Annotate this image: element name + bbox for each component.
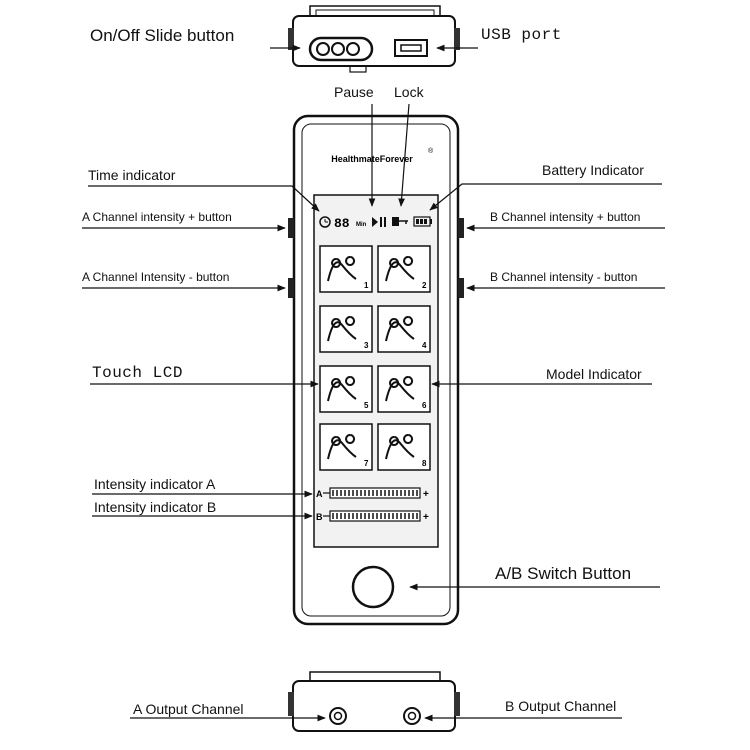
- lock-icon: [392, 217, 408, 226]
- b-minus-side-button[interactable]: [458, 278, 464, 298]
- label-a-minus-button: A Channel Intensity - button: [82, 270, 230, 284]
- mode-button-8[interactable]: 8: [377, 423, 431, 471]
- on-off-slide-switch[interactable]: [308, 36, 374, 62]
- mode-button-2[interactable]: 2: [377, 245, 431, 293]
- mode-figure-icon: [327, 316, 357, 342]
- label-pause: Pause: [334, 84, 374, 100]
- mode-button-4[interactable]: 4: [377, 305, 431, 353]
- usb-port[interactable]: [394, 39, 428, 57]
- mode-figure-icon: [385, 434, 415, 460]
- svg-text:B: B: [316, 512, 323, 522]
- lcd-time-digits: 88: [334, 216, 350, 231]
- label-intensity-indicator-a: Intensity indicator A: [94, 476, 216, 492]
- label-battery-indicator: Battery Indicator: [542, 162, 644, 178]
- clock-icon: [319, 216, 331, 228]
- mode-number: 7: [364, 459, 369, 468]
- mode-button-5[interactable]: 5: [319, 365, 373, 413]
- mode-number: 2: [422, 281, 427, 290]
- a-minus-side-button[interactable]: [288, 278, 294, 298]
- mode-button-7[interactable]: 7: [319, 423, 373, 471]
- leader-lines: [82, 44, 665, 722]
- label-b-plus-button: B Channel intensity + button: [490, 210, 641, 224]
- pause-icon: [372, 217, 386, 227]
- label-time-indicator: Time indicator: [88, 167, 176, 183]
- mode-number: 5: [364, 401, 369, 410]
- label-intensity-indicator-b: Intensity indicator B: [94, 499, 217, 515]
- a-plus-side-button[interactable]: [288, 218, 294, 238]
- intensity-bar-b: B +: [316, 510, 429, 523]
- lcd-status-row: 88 Min: [319, 216, 432, 231]
- label-usb-port: USB port: [481, 26, 562, 44]
- mode-figure-icon: [385, 376, 415, 402]
- mode-figure-icon: [327, 434, 357, 460]
- mode-number: 1: [364, 281, 369, 290]
- mode-button-6[interactable]: 6: [377, 365, 431, 413]
- label-b-minus-button: B Channel intensity - button: [490, 270, 638, 284]
- label-model-indicator: Model Indicator: [546, 366, 642, 382]
- front-view: HealthmateForever ® 88 Min: [288, 114, 464, 626]
- label-lock: Lock: [394, 84, 424, 100]
- label-b-output-channel: B Output Channel: [505, 698, 617, 714]
- mode-number: 6: [422, 401, 427, 410]
- label-a-output-channel: A Output Channel: [133, 701, 244, 717]
- ab-switch-button[interactable]: [351, 565, 395, 609]
- mode-button-1[interactable]: 1: [319, 245, 373, 293]
- svg-text:A: A: [316, 489, 323, 499]
- svg-text:+: +: [423, 512, 429, 523]
- intensity-bar-a: A +: [316, 487, 429, 500]
- a-output-jack[interactable]: [329, 707, 347, 725]
- mode-number: 4: [422, 341, 427, 350]
- top-view: [288, 5, 460, 73]
- battery-icon: [413, 216, 432, 227]
- label-a-plus-button: A Channel intensity + button: [82, 210, 232, 224]
- mode-figure-icon: [327, 376, 357, 402]
- mode-grid: 1 2 3 4 5 6 7 8: [319, 245, 431, 471]
- bottom-view: [288, 671, 460, 732]
- label-on-off-slide-button: On/Off Slide button: [90, 26, 235, 45]
- mode-number: 3: [364, 341, 369, 350]
- svg-text:+: +: [423, 489, 429, 500]
- b-plus-side-button[interactable]: [458, 218, 464, 238]
- label-touch-lcd: Touch LCD: [92, 364, 183, 382]
- mode-number: 8: [422, 459, 427, 468]
- mode-figure-icon: [385, 256, 415, 282]
- lcd-min-label: Min: [356, 222, 367, 228]
- b-output-jack[interactable]: [403, 707, 421, 725]
- mode-figure-icon: [327, 256, 357, 282]
- brand-mark: ®: [428, 147, 434, 155]
- label-ab-switch-button: A/B Switch Button: [495, 564, 632, 583]
- mode-figure-icon: [385, 316, 415, 342]
- mode-button-3[interactable]: 3: [319, 305, 373, 353]
